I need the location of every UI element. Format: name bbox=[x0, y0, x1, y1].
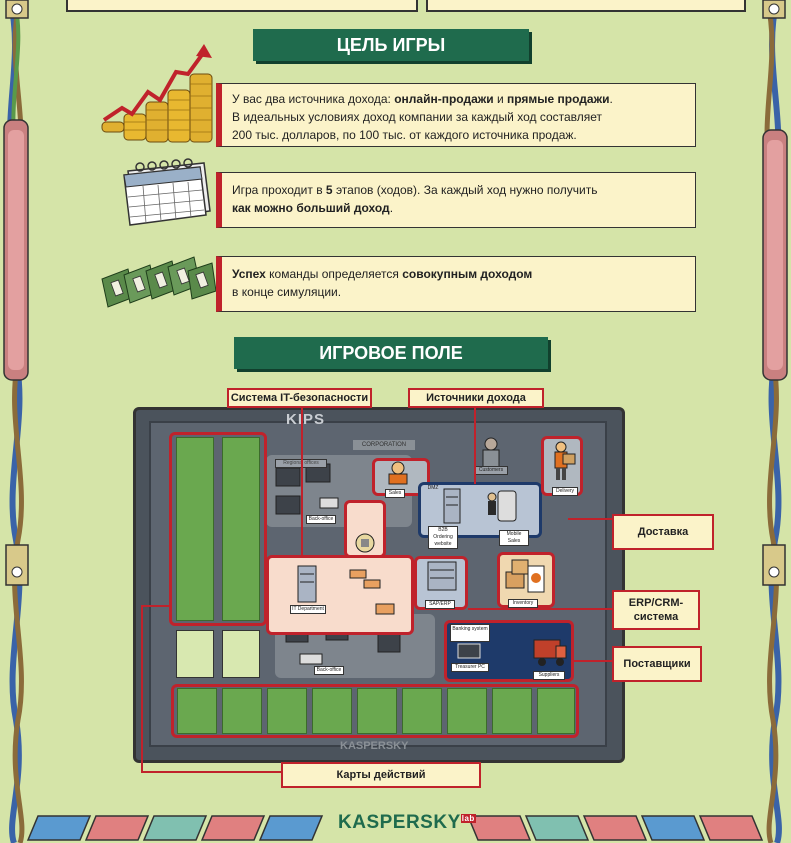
goal-item-income-sources: У вас два источника дохода: онлайн-прода… bbox=[216, 83, 696, 147]
goal-text: этапов (ходов). За каждый ход нужно полу… bbox=[332, 183, 598, 197]
board-brand-label: KASPERSKY bbox=[340, 740, 409, 752]
connector-cards-top bbox=[141, 605, 171, 607]
goal-line: В идеальных условиях доход компании за к… bbox=[232, 110, 603, 124]
connector-income bbox=[474, 408, 476, 484]
it-security-connector-zone bbox=[344, 500, 386, 558]
b2b-label: B2B Ordering website bbox=[428, 526, 458, 549]
goal-bold-online: онлайн-продажи bbox=[394, 92, 494, 106]
kaspersky-logo-text: KASPERSKY bbox=[338, 812, 461, 833]
connector-erp bbox=[468, 608, 614, 610]
callout-suppliers: Поставщики bbox=[612, 646, 702, 682]
connector-delivery bbox=[568, 518, 614, 520]
goal-bold-max-income: как можно больший доход bbox=[232, 201, 390, 215]
action-card-slot bbox=[177, 688, 217, 734]
callout-income-sources: Источники дохода bbox=[408, 388, 544, 408]
goal-text: . bbox=[609, 92, 613, 106]
callout-erp-crm: ERP/CRM-система bbox=[612, 590, 700, 630]
action-cards-column-frame bbox=[169, 432, 267, 626]
goal-section-title: ЦЕЛЬ ИГРЫ bbox=[253, 29, 529, 61]
it-department-label: IT Department bbox=[290, 605, 326, 614]
money-growth-icon bbox=[96, 44, 220, 148]
goal-item-stages: Игра проходит в 5 этапов (ходов). За каж… bbox=[216, 172, 696, 228]
delivery-label: Delivery bbox=[552, 487, 578, 496]
goal-bold-total-income: совокупным доходом bbox=[402, 267, 533, 281]
sales-person-icon bbox=[388, 461, 408, 485]
customers-icon bbox=[482, 437, 500, 469]
treasurer-label: Treasurer PC bbox=[451, 663, 489, 672]
action-cards-row-frame bbox=[171, 684, 579, 738]
action-card-slot bbox=[176, 437, 214, 621]
suppliers-truck-icon bbox=[533, 639, 567, 666]
callout-it-security: Система IT-безопасности bbox=[227, 388, 372, 408]
top-box-right bbox=[426, 0, 746, 12]
action-card-slot bbox=[222, 437, 260, 621]
goal-item-success: Успех команды определяется совокупным до… bbox=[216, 256, 696, 312]
goal-text: и bbox=[493, 92, 507, 106]
action-card-slot bbox=[357, 688, 397, 734]
treasurer-pc-icon bbox=[457, 643, 481, 659]
board-kips-label: KIPS bbox=[286, 411, 326, 428]
sales-label: Sales bbox=[385, 489, 405, 498]
board-corporation-label: CORPORATION bbox=[353, 440, 415, 450]
left-cable-decoration bbox=[0, 0, 34, 843]
goal-line: в конце симуляции. bbox=[232, 285, 342, 299]
top-box-left bbox=[66, 0, 418, 12]
dmz-servers-icon bbox=[443, 488, 517, 524]
regional-computers-icon bbox=[275, 463, 339, 515]
inventory-label: Inventory bbox=[508, 599, 538, 608]
dmz-label: DMZ bbox=[427, 485, 439, 491]
action-card-slot bbox=[267, 688, 307, 734]
goal-text: У вас два источника дохода: bbox=[232, 92, 395, 106]
customers-label: Customers bbox=[474, 466, 508, 475]
it-department-zone bbox=[266, 555, 414, 635]
money-stacks-icon bbox=[98, 255, 218, 311]
action-card-slot bbox=[222, 688, 262, 734]
connector-cards-bottom bbox=[141, 771, 281, 773]
goal-text: Игра проходит в bbox=[232, 183, 326, 197]
goal-line: 200 тыс. долларов, по 100 тыс. от каждог… bbox=[232, 128, 577, 142]
field-section-title: ИГРОВОЕ ПОЛЕ bbox=[234, 337, 548, 369]
suppliers-label: Suppliers bbox=[533, 671, 565, 680]
action-card-slot bbox=[312, 688, 352, 734]
kaspersky-lab-suffix: lab bbox=[460, 813, 476, 823]
saperp-label: SAP/ERP bbox=[425, 600, 455, 609]
goal-bold-success: Успех bbox=[232, 267, 266, 281]
back-office-label-bottom: Back-office bbox=[314, 666, 344, 675]
goal-text: . bbox=[389, 201, 394, 215]
action-card-slot bbox=[402, 688, 442, 734]
callout-delivery: Доставка bbox=[612, 514, 714, 550]
connector-cards-vertical bbox=[141, 605, 143, 773]
mobile-sales-label: Mobile Sales bbox=[499, 530, 529, 546]
action-card-slot bbox=[447, 688, 487, 734]
banking-label: Banking system bbox=[450, 624, 490, 642]
connector-it-security bbox=[301, 408, 303, 558]
security-card-left bbox=[176, 630, 214, 678]
connector-suppliers bbox=[574, 660, 614, 662]
saperp-server-icon bbox=[427, 561, 457, 591]
goal-text: команды определяется bbox=[265, 267, 403, 281]
delivery-person-icon bbox=[554, 441, 576, 480]
kaspersky-logo: KASPERSKYlab bbox=[338, 812, 476, 834]
goal-bold-stages: 5 bbox=[325, 183, 333, 197]
right-cable-decoration bbox=[757, 0, 791, 843]
bottom-ribbon-decoration bbox=[26, 815, 764, 841]
calendar-icon bbox=[118, 155, 214, 227]
back-office-label-top: Back-office bbox=[306, 515, 336, 524]
action-card-slot bbox=[537, 688, 575, 734]
action-card-slot bbox=[492, 688, 532, 734]
security-card-right bbox=[222, 630, 260, 678]
goal-bold-direct: прямые продажи bbox=[507, 92, 610, 106]
firewall-icon bbox=[355, 533, 375, 553]
it-department-icon bbox=[297, 565, 395, 615]
callout-action-cards: Карты действий bbox=[281, 762, 481, 788]
inventory-icon bbox=[505, 559, 545, 593]
